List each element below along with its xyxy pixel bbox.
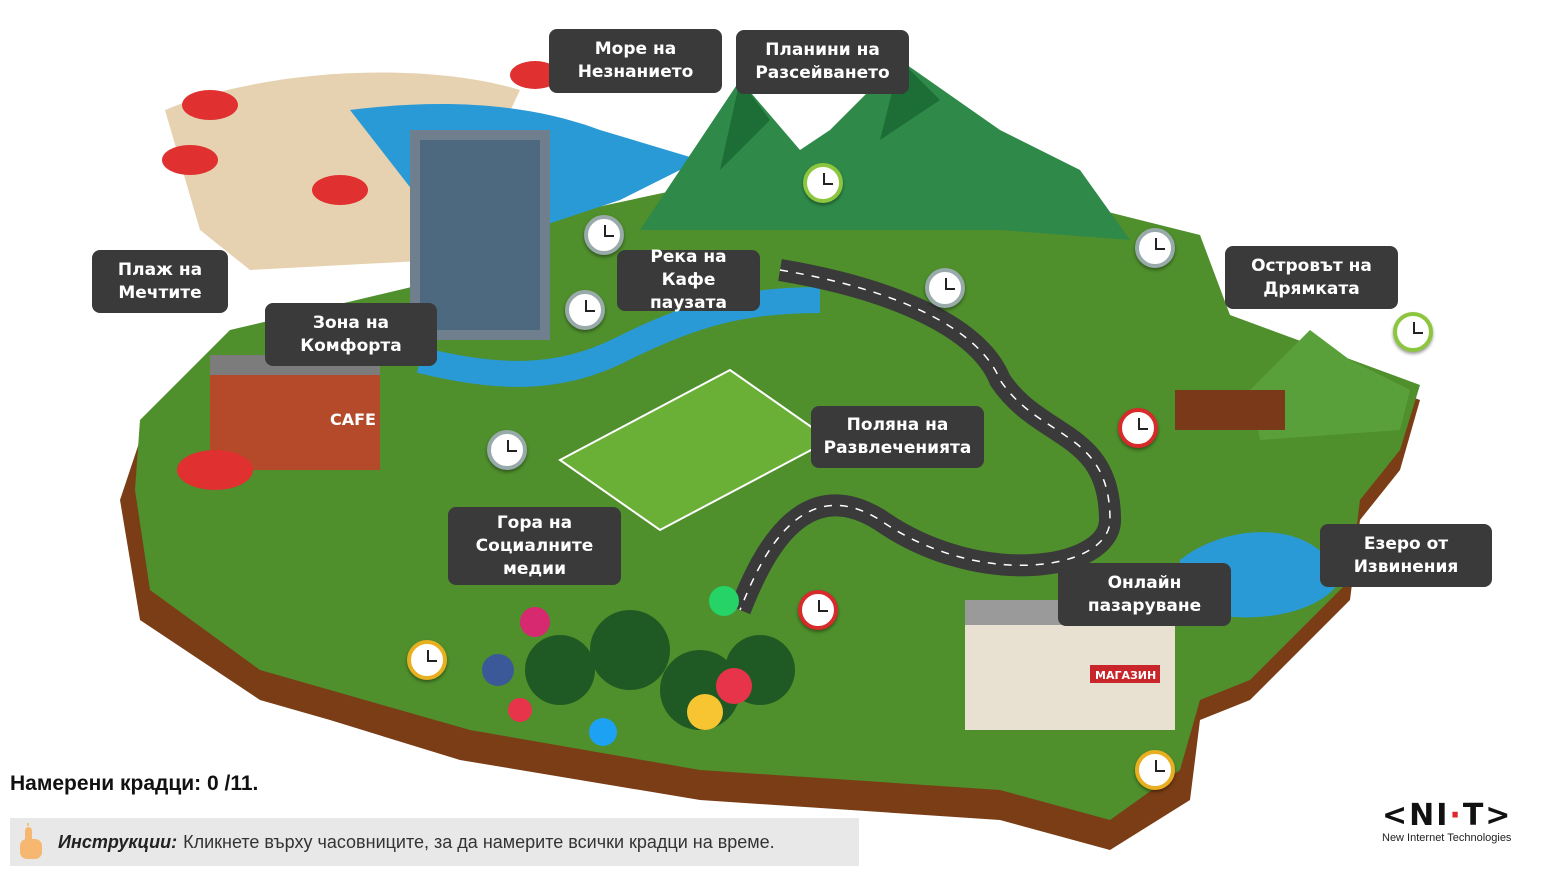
clock-icon[interactable] xyxy=(584,215,624,255)
label-sea-of-ignorance[interactable]: Море на Незнанието xyxy=(549,29,722,93)
company-name: New Internet Technologies xyxy=(1382,832,1512,844)
instructions-text: Кликнете върху часовниците, за да намери… xyxy=(183,831,775,852)
svg-text:МАГАЗИН: МАГАЗИН xyxy=(1095,669,1156,682)
label-line: Комфорта xyxy=(300,335,402,356)
label-line: Социалните xyxy=(475,535,594,556)
wow-emoji-icon xyxy=(687,694,723,730)
label-coffee-river[interactable]: Река на Кафе паузата xyxy=(617,247,760,313)
sleep-island xyxy=(1250,330,1410,440)
label-line: Разсейването xyxy=(755,63,890,83)
bridge xyxy=(1175,390,1285,430)
mountain-shade xyxy=(720,60,940,170)
label-line: Море на xyxy=(594,39,677,59)
label-line: Незнанието xyxy=(577,62,694,82)
instructions-label: Инструкции: xyxy=(58,831,178,852)
clock-icon[interactable] xyxy=(1135,750,1175,790)
instagram-icon xyxy=(520,607,550,637)
clock-icon[interactable] xyxy=(798,590,838,630)
twitter-icon xyxy=(589,718,617,746)
facebook-icon xyxy=(482,654,514,686)
label-line: паузата xyxy=(650,293,727,313)
label-line: Плаж на xyxy=(117,259,203,280)
instructions-bar: Инструкции: Кликнете върху часовниците, … xyxy=(10,818,859,866)
label-line: Река на Кафе xyxy=(650,247,727,290)
cafe-building: CAFE xyxy=(210,355,380,470)
clock-icon[interactable] xyxy=(1135,228,1175,268)
nit-logo: <NI·T> New Internet Technologies xyxy=(1382,800,1537,845)
label-fun-meadow[interactable]: Поляна на Развлеченията xyxy=(811,406,984,468)
label-line: Зона на xyxy=(312,312,390,333)
label-line: Мечтите xyxy=(118,282,202,303)
label-distraction-mountains[interactable]: Планини на Разсейването xyxy=(736,30,909,94)
label-line: Островът на xyxy=(1251,255,1372,276)
clock-icon[interactable] xyxy=(925,268,965,308)
clock-icon[interactable] xyxy=(487,430,527,470)
label-line: Дрямката xyxy=(1263,278,1360,299)
clock-icon[interactable] xyxy=(803,163,843,203)
road-markings xyxy=(739,269,1111,611)
pointing-hand-icon xyxy=(16,823,46,861)
label-line: Гора на xyxy=(496,512,573,533)
clock-icon[interactable] xyxy=(565,290,605,330)
label-line: пазаруване xyxy=(1087,595,1202,616)
svg-text:CAFE: CAFE xyxy=(330,410,376,429)
label-line: Планини на xyxy=(765,40,880,60)
heart-icon xyxy=(508,698,532,722)
label-line: Поляна на xyxy=(846,415,949,435)
mountains xyxy=(640,60,1130,240)
label-line: Развлеченията xyxy=(823,438,972,458)
label-line: Езеро от xyxy=(1363,533,1449,554)
label-line: Онлайн xyxy=(1107,572,1182,593)
office-tower xyxy=(410,130,550,340)
thieves-found-counter: Намерени крадци: 0 /11. xyxy=(10,772,259,795)
whatsapp-icon xyxy=(709,586,739,616)
beach-umbrellas xyxy=(162,61,560,490)
label-line: Извинения xyxy=(1353,556,1459,577)
label-line: медии xyxy=(503,558,566,579)
heart-icon xyxy=(716,668,752,704)
clock-icon[interactable] xyxy=(1393,312,1433,352)
clock-icon[interactable] xyxy=(1118,408,1158,448)
clock-icon[interactable] xyxy=(407,640,447,680)
